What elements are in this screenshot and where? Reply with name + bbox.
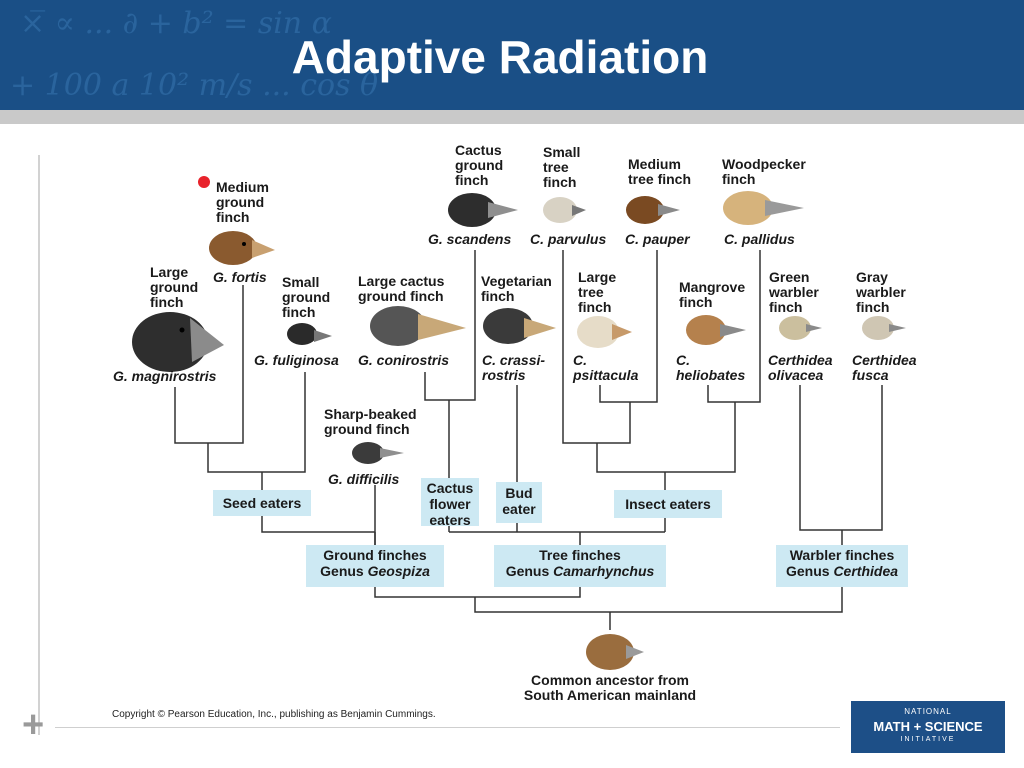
logo-line-3: INITIATIVE: [900, 736, 956, 743]
warbler-finches-title: Warbler finches: [789, 547, 895, 563]
label-gray-warbler-finch: Gray warbler finch: [856, 269, 906, 315]
label-medium-ground-finch: Medium ground finch: [216, 179, 269, 225]
genus-prefix: Genus: [785, 563, 834, 579]
ground-finches-genus-line: Genus Geospiza: [306, 563, 444, 579]
label-large-tree-finch: Large tree finch: [578, 269, 617, 315]
common-ancestor-label: Common ancestor from South American main…: [523, 672, 697, 703]
bird-green-warbler-finch: [779, 316, 822, 340]
bird-gray-warbler-finch: [862, 316, 906, 340]
sci-large-cactus-ground-finch: G. conirostris: [358, 352, 450, 368]
bird-sharp-beaked-ground-finch: [352, 442, 404, 464]
label-large-cactus-ground-finch: Large cactus ground finch: [358, 273, 445, 304]
label-green-warbler-finch: Green warbler finch: [769, 269, 819, 315]
genus-camarhynchus: Camarhynchus: [553, 563, 655, 579]
bird-large-tree-finch: [577, 316, 632, 348]
tree-branches: [174, 250, 883, 630]
sci-cactus-ground-finch: G. scandens: [428, 231, 512, 247]
plus-icon: +: [22, 704, 45, 746]
slide-title: Adaptive Radiation: [291, 31, 709, 83]
sci-sharp-beaked-ground-finch: G. difficilis: [328, 471, 400, 487]
sci-large-tree-finch: C. psittacula: [573, 352, 639, 383]
label-woodpecker-finch: Woodpecker finch: [722, 156, 806, 187]
slide-header: ×̅ ∝ ... ∂ + b² = sin α + 100 a 10² m/s …: [0, 0, 1024, 110]
bud-eater-box: Bud eater: [496, 482, 542, 523]
bird-large-ground-finch: [132, 312, 224, 372]
header-divider: [0, 110, 1024, 124]
bird-vegetarian-finch: [483, 308, 556, 344]
tree-finches-genus-line: Genus Camarhynchus: [494, 563, 666, 579]
sci-green-warbler-finch: Certhidea olivacea: [768, 352, 833, 383]
logo-line-1: NATIONAL: [904, 707, 952, 716]
label-small-tree-finch: Small tree finch: [543, 144, 581, 190]
bird-medium-ground-finch: [209, 231, 275, 265]
bird-mangrove-finch: [686, 315, 746, 345]
genus-certhidea: Certhidea: [833, 563, 899, 579]
sci-mangrove-finch: C. heliobates: [676, 352, 746, 383]
label-cactus-ground-finch: Cactus ground finch: [455, 142, 504, 188]
bird-cactus-ground-finch: [448, 193, 518, 227]
sci-large-ground-finch: G. magnirostris: [113, 368, 217, 384]
ground-finches-title: Ground finches: [323, 547, 427, 563]
label-mangrove-finch: Mangrove finch: [679, 279, 746, 310]
bird-small-tree-finch: [543, 197, 586, 223]
insect-eaters-box: Insect eaters: [614, 490, 722, 518]
copyright-notice: Copyright © Pearson Education, Inc., pub…: [112, 709, 436, 720]
label-sharp-beaked-ground-finch: Sharp-beaked ground finch: [324, 406, 417, 437]
bird-woodpecker-finch: [723, 191, 804, 225]
sci-gray-warbler-finch: Certhidea fusca: [852, 352, 917, 383]
bird-large-cactus-ground-finch: [370, 306, 466, 346]
tree-finches-box: Tree finches Genus Camarhynchus: [494, 545, 666, 587]
bird-common-ancestor: [586, 634, 644, 670]
warbler-finches-genus-line: Genus Certhidea: [776, 563, 908, 579]
genus-prefix: Genus: [505, 563, 554, 579]
header-math-decoration-2: + 100 a 10² m/s ... cos θ: [10, 68, 379, 103]
tree-finches-title: Tree finches: [539, 547, 621, 563]
genus-geospiza: Geospiza: [367, 563, 430, 579]
cactus-flower-eaters-box: Cactus flower eaters: [421, 478, 479, 528]
genus-prefix: Genus: [320, 563, 368, 579]
ground-finches-box: Ground finches Genus Geospiza: [306, 545, 444, 587]
sci-small-tree-finch: C. parvulus: [530, 231, 607, 247]
logo-line-2: MATH + SCIENCE: [873, 719, 983, 734]
sci-vegetarian-finch: C. crassi- rostris: [482, 352, 546, 383]
label-vegetarian-finch: Vegetarian finch: [481, 273, 552, 304]
bird-medium-tree-finch: [626, 196, 680, 224]
nmsi-logo: NATIONAL MATH + SCIENCE INITIATIVE: [851, 701, 1005, 753]
sci-medium-ground-finch: G. fortis: [213, 269, 267, 285]
seed-eaters-box: Seed eaters: [213, 490, 311, 516]
sci-medium-tree-finch: C. pauper: [625, 231, 690, 247]
header-math-decoration-1: ×̅ ∝ ... ∂ + b² = sin α: [20, 6, 332, 41]
label-large-ground-finch: Large ground finch: [150, 264, 199, 310]
red-marker-dot: [198, 176, 210, 188]
bottom-rule: [55, 727, 840, 728]
bird-small-ground-finch: [287, 323, 332, 345]
left-margin-line: [38, 155, 40, 735]
label-small-ground-finch: Small ground finch: [282, 274, 331, 320]
sci-small-ground-finch: G. fuliginosa: [254, 352, 339, 368]
warbler-finches-box: Warbler finches Genus Certhidea: [776, 545, 908, 587]
label-medium-tree-finch: Medium tree finch: [628, 156, 692, 187]
sci-woodpecker-finch: C. pallidus: [724, 231, 795, 247]
